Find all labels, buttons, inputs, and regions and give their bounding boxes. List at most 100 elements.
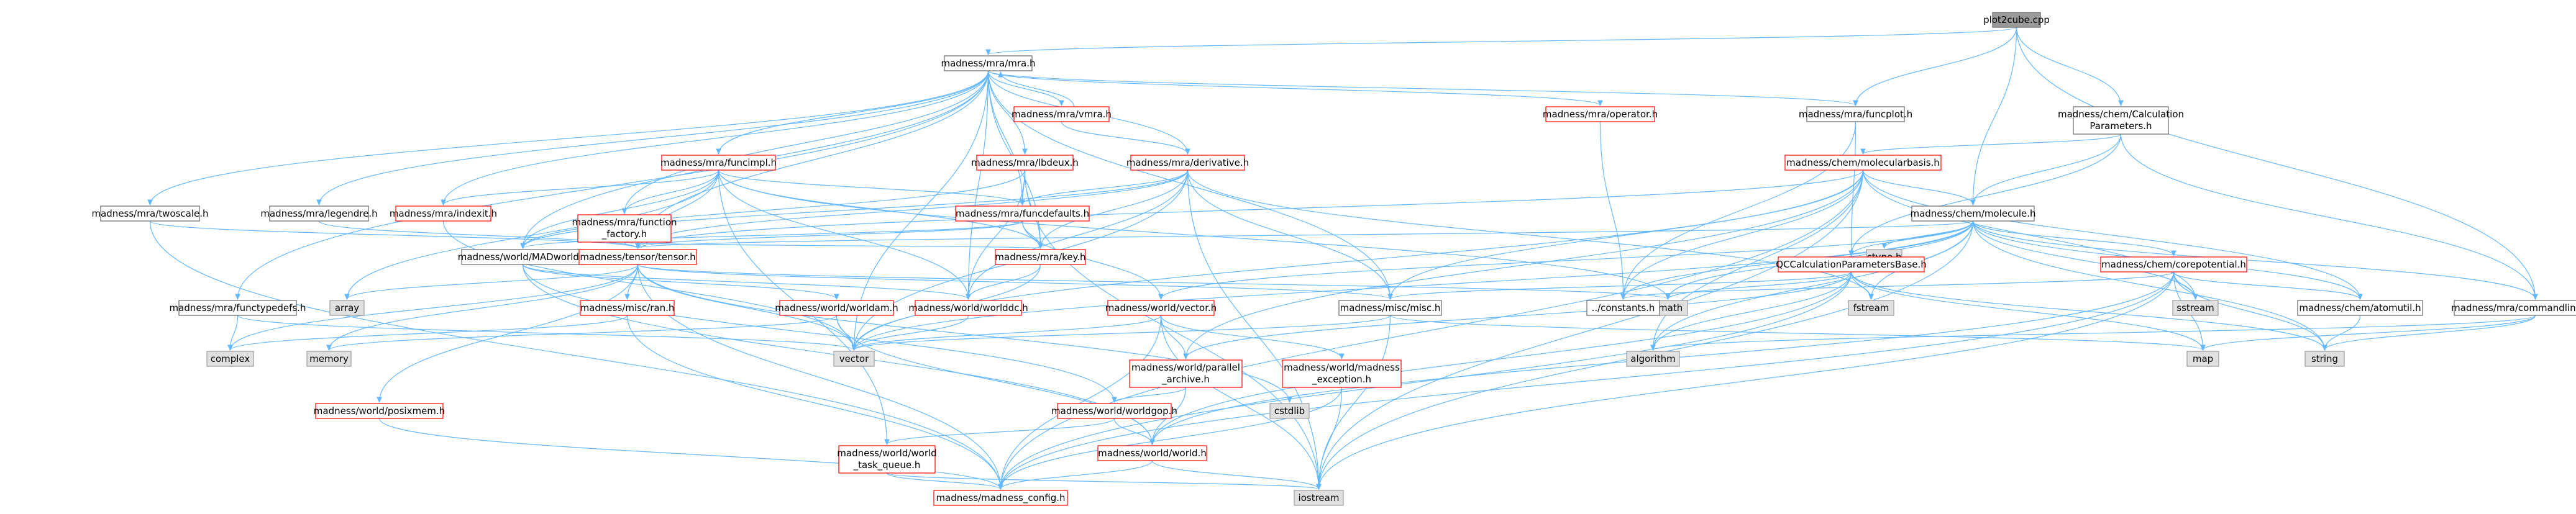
- node-funcplot[interactable]: madness/mra/funcplot.h: [1799, 106, 1912, 122]
- node-label: _factory.h: [601, 228, 647, 240]
- node-ran[interactable]: madness/misc/ran.h: [580, 300, 675, 316]
- node-world[interactable]: madness/world/world.h: [1097, 445, 1207, 461]
- node-funcdefaults[interactable]: madness/mra/funcdefaults.h: [955, 205, 1090, 222]
- edge-cmdparser-to-algorithm: [1653, 315, 2536, 350]
- node-label: madness/mra/derivative.h: [1126, 157, 1249, 168]
- node-algorithm[interactable]: algorithm: [1626, 351, 1680, 367]
- node-plot2cube[interactable]: plot2cube.cpp: [1983, 12, 2050, 28]
- node-string[interactable]: string: [2304, 351, 2345, 367]
- node-worlddc[interactable]: madness/world/worlddc.h: [908, 300, 1028, 316]
- node-label: map: [2193, 353, 2213, 364]
- node-array[interactable]: array: [329, 300, 365, 316]
- node-madworld[interactable]: madness/world/MADworld.h: [458, 249, 588, 265]
- node-parchive[interactable]: madness/world/parallel_archive.h: [1129, 359, 1243, 388]
- node-box: [933, 490, 1068, 506]
- edge-parchive-to-worldgop: [1115, 387, 1187, 402]
- edge-mra-to-miscmisc: [987, 70, 1391, 299]
- edge-qccalc-to-config: [1001, 271, 1852, 489]
- node-vector[interactable]: vector: [833, 351, 875, 367]
- edge-derivative-to-funcdefaults: [1023, 169, 1189, 205]
- node-cstdlib[interactable]: cstdlib: [1269, 403, 1310, 419]
- node-wvector[interactable]: madness/world/vector.h: [1105, 300, 1217, 316]
- node-constants[interactable]: ../constants.h: [1586, 300, 1660, 316]
- edge-molecule-to-tensor: [638, 220, 1974, 248]
- node-label: madness/world/posixmem.h: [314, 405, 445, 417]
- node-config[interactable]: madness/madness_config.h: [933, 490, 1068, 506]
- node-functypedefs[interactable]: madness/mra/functypedefs.h: [170, 300, 306, 316]
- node-complex[interactable]: complex: [206, 351, 254, 367]
- node-legendre[interactable]: madness/mra/legendre.h: [260, 205, 378, 222]
- edge-molecule-to-string: [1972, 220, 2325, 350]
- node-label: madness/world/world: [837, 448, 936, 459]
- node-box: [1911, 205, 2035, 222]
- node-iostream[interactable]: iostream: [1294, 490, 1344, 506]
- node-vmra[interactable]: madness/mra/vmra.h: [1012, 106, 1112, 122]
- node-cmdparser[interactable]: madness/mra/commandlineparser.h: [2451, 300, 2576, 316]
- node-box: [269, 205, 369, 222]
- node-label: madness/chem/atomutil.h: [2299, 302, 2421, 313]
- node-box: [306, 351, 352, 367]
- node-molecule[interactable]: madness/chem/molecule.h: [1910, 205, 2036, 222]
- node-label: madness/mra/mra.h: [941, 58, 1035, 69]
- edge-wvector-to-config: [1001, 315, 1162, 489]
- node-funcfactory[interactable]: madness/mra/function_factory.h: [572, 214, 677, 243]
- node-posixmem[interactable]: madness/world/posixmem.h: [314, 403, 445, 419]
- node-funcimpl[interactable]: madness/mra/funcimpl.h: [660, 155, 777, 171]
- edge-molecularbasis-to-algorithm: [1653, 169, 1864, 350]
- edge-miscmisc-to-map: [1389, 315, 2203, 350]
- edge-qccalc-to-fstream: [1850, 271, 1871, 299]
- node-corepotential[interactable]: madness/chem/corepotential.h: [2100, 256, 2247, 273]
- edge-wvector-to-vector: [854, 315, 1162, 350]
- node-box: [2073, 106, 2169, 135]
- node-lbdeux[interactable]: madness/mra/lbdeux.h: [971, 155, 1079, 171]
- node-label: _exception.h: [1312, 374, 1371, 386]
- node-memory[interactable]: memory: [306, 351, 352, 367]
- edge-corepotential-to-config: [1001, 271, 2175, 489]
- node-miscmisc[interactable]: madness/misc/misc.h: [1338, 300, 1442, 316]
- edge-posixmem-to-config: [378, 418, 1001, 489]
- node-indexit[interactable]: madness/mra/indexit.h: [390, 205, 497, 222]
- edge-worldam-to-memory: [329, 315, 838, 350]
- node-fstream[interactable]: fstream: [1848, 300, 1894, 316]
- edge-miscmisc-to-vector: [854, 315, 1391, 350]
- edge-atomutil-to-string: [2325, 315, 2361, 350]
- edge-plot2cube-to-cmdparser: [2016, 27, 2536, 299]
- node-label: madness/mra/commandlineparser.h: [2451, 302, 2576, 313]
- node-box: [1013, 106, 1110, 122]
- node-box: [1130, 155, 1245, 171]
- node-calcparams[interactable]: madness/chem/CalculationParameters.h: [2058, 106, 2184, 135]
- node-taskqueue[interactable]: madness/world/world_task_queue.h: [837, 445, 937, 474]
- edge-tensor-to-array: [347, 264, 639, 299]
- edge-molecularbasis-to-molecule: [1862, 169, 1973, 205]
- edge-corepotential-to-constants: [1624, 271, 2175, 299]
- node-box: [1778, 256, 1925, 273]
- node-key[interactable]: madness/mra/key.h: [995, 249, 1086, 265]
- node-mexception[interactable]: madness/world/madness_exception.h: [1282, 359, 1402, 388]
- node-derivative[interactable]: madness/mra/derivative.h: [1126, 155, 1249, 171]
- node-twoscale[interactable]: madness/mra/twoscale.h: [91, 205, 209, 222]
- node-atomutil[interactable]: madness/chem/atomutil.h: [2297, 300, 2423, 316]
- edge-calcparams-to-qccalc: [1852, 133, 2122, 256]
- node-qccalc[interactable]: QCCalculationParametersBase.h: [1776, 256, 1927, 273]
- node-map[interactable]: map: [2186, 351, 2219, 367]
- edge-lbdeux-to-worlddc: [969, 169, 1026, 299]
- edge-cmdparser-to-map: [2203, 315, 2536, 350]
- edge-worldgop-to-taskqueue: [887, 418, 1115, 444]
- edge-funcimpl-to-funcdefaults: [718, 169, 1023, 205]
- node-worldam[interactable]: madness/world/worldam.h: [775, 300, 898, 316]
- node-molecularbasis[interactable]: madness/chem/molecularbasis.h: [1784, 155, 1942, 171]
- node-tensor[interactable]: madness/tensor/tensor.h: [578, 249, 697, 265]
- node-box: [1269, 403, 1310, 419]
- edge-funcplot-to-constants: [1624, 121, 1857, 299]
- edge-calcparams-to-cmdparser: [2120, 133, 2536, 299]
- edge-mra-to-indexit: [444, 70, 989, 205]
- edge-corepotential-to-string: [2173, 271, 2325, 350]
- edge-mra-to-twoscale: [150, 70, 989, 205]
- node-mra[interactable]: madness/mra/mra.h: [941, 55, 1036, 71]
- node-label: madness/mra/funcimpl.h: [660, 157, 777, 168]
- edge-corepotential-to-sstream: [2173, 271, 2196, 299]
- node-sstream[interactable]: sstream: [2172, 300, 2219, 316]
- node-worldgop[interactable]: madness/world/worldgop.h: [1051, 403, 1177, 419]
- node-operator[interactable]: madness/mra/operator.h: [1543, 106, 1658, 122]
- node-box: [2454, 300, 2576, 316]
